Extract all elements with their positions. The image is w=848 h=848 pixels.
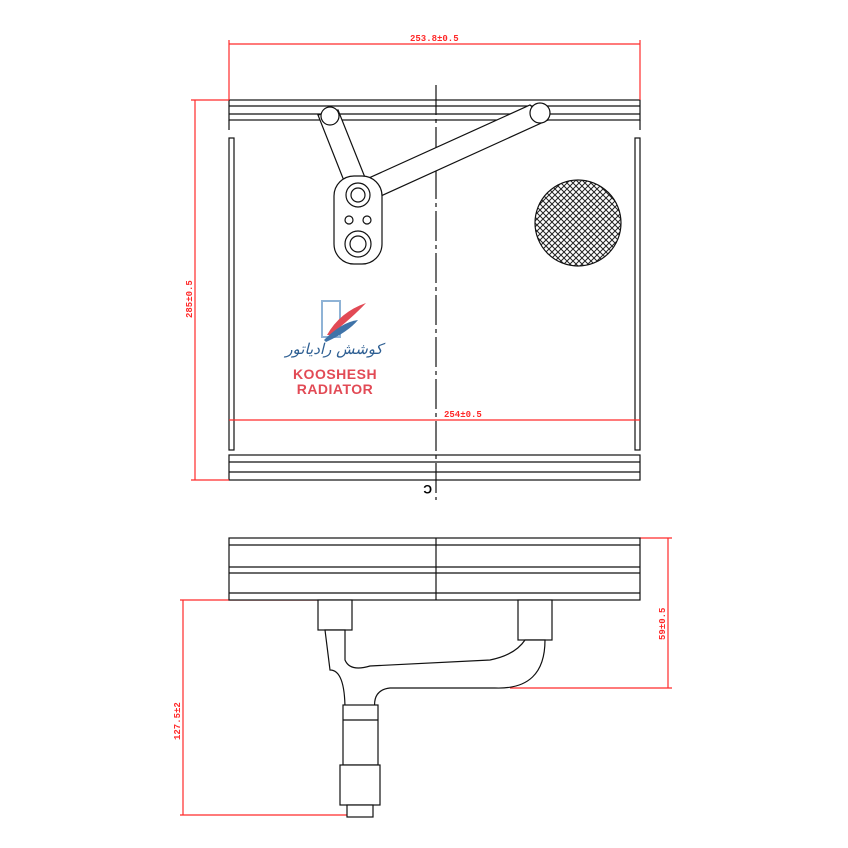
dim-top-width: 253.8±0.5 [410, 34, 459, 44]
logo-line-1: KOOSHESH [292, 366, 378, 382]
logo-line-2: RADIATOR [296, 381, 374, 397]
kooshesh-logo-mark [321, 300, 366, 342]
logo-persian-text: کوشش رادیاتور [285, 340, 383, 358]
dim-inner-width: 254±0.5 [444, 410, 482, 420]
sensor-mesh [534, 179, 622, 267]
top-view [228, 85, 641, 500]
dim-left-height: 285±0.5 [185, 280, 195, 318]
side-view [228, 537, 641, 818]
dim-side-thickness: 59±0.5 [658, 608, 668, 640]
logo-english-text: KOOSHESH RADIATOR [280, 367, 390, 397]
dim-pipe-depth: 127.5±2 [173, 702, 183, 740]
centerline-label: C [423, 482, 432, 496]
